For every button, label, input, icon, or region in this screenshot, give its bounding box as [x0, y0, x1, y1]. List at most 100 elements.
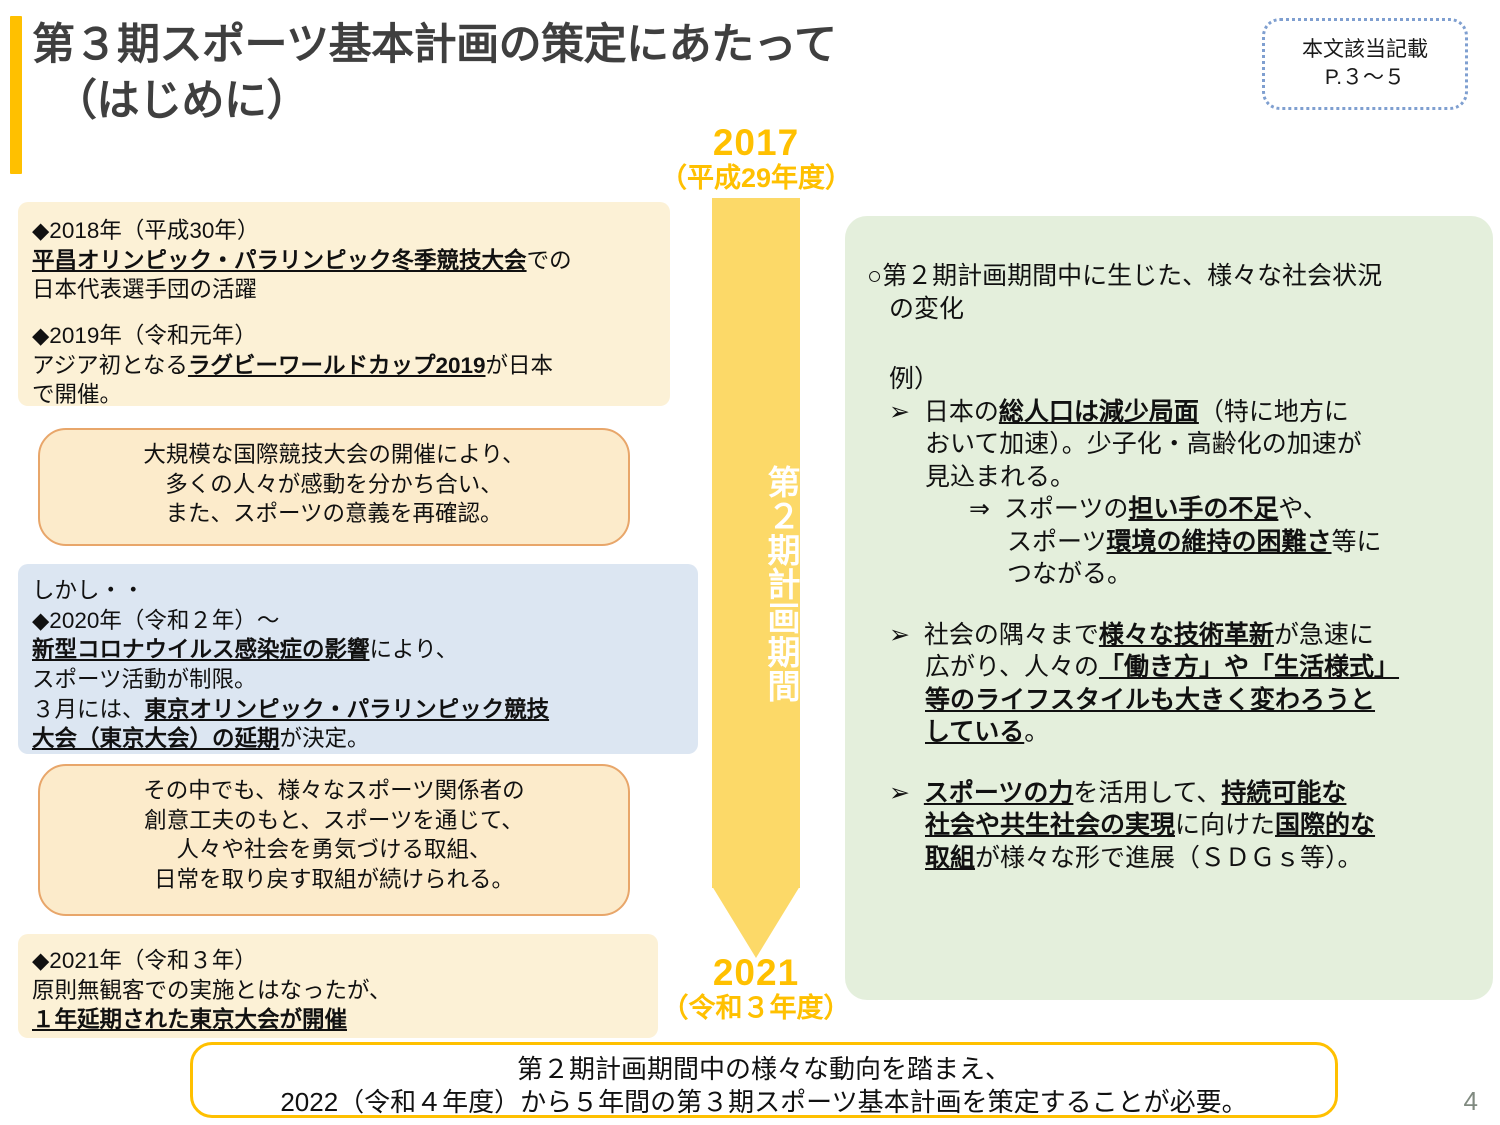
- bullet-1-sub2-pre: スポーツ: [1007, 527, 1107, 556]
- event-2021-line2: 原則無観客での実施とはなったが、: [32, 977, 392, 1003]
- bullet-1-arrow-marker: ⇒: [969, 495, 990, 523]
- events-2018-2019-box: ◆2018年（平成30年） 平昌オリンピック・パラリンピック冬季競技大会での 日…: [18, 202, 670, 407]
- social-changes-box: ○第２期計画期間中に生じた、様々な社会状況 の変化 例） ➢ 日本の総人口は減少…: [845, 216, 1493, 1000]
- covid-tail1: により、: [369, 637, 459, 663]
- effort-line2: 創意工夫のもと、スポーツを通じて、: [144, 807, 524, 833]
- bullet-2-line2: 広がり、人々の「働き方」や「生活様式」: [867, 651, 1467, 684]
- event-2019-tail: が日本: [485, 352, 554, 378]
- covid-line4: ３月には、東京オリンピック・パラリンピック競技: [32, 695, 684, 725]
- event-2021-box: ◆2021年（令和３年） 原則無観客での実施とはなったが、 １年延期された東京大…: [18, 934, 658, 1038]
- impact-line1: 大規模な国際競技大会の開催により、: [143, 442, 525, 467]
- bullet-3-line3: 取組が様々な形で進展（ＳＤＧｓ等）。: [867, 842, 1467, 875]
- bullet-2-pre: 社会の隅々まで: [923, 620, 1099, 649]
- effort-line4: 日常を取り戻す取組が続けられる。: [153, 867, 514, 893]
- conclusion-box: 第２期計画期間中の様々な動向を踏まえ、 2022（令和４年度）から５年間の第３期…: [190, 1042, 1338, 1118]
- bullet-1-line1: ➢ 日本の総人口は減少局面（特に地方に: [867, 396, 1467, 429]
- covid-impact-box: しかし・・ ◆2020年（令和２年）～ 新型コロナウイルス感染症の影響により、 …: [18, 564, 698, 754]
- bullet-3-tail: が様々な形で進展（ＳＤＧｓ等）。: [975, 843, 1363, 872]
- bullet-3-line2: 社会や共生社会の実現に向けた国際的な: [867, 809, 1467, 842]
- bullet-2-line4-bold: している: [925, 718, 1025, 746]
- timeline-end-label: 2021 （令和３年度）: [640, 952, 872, 1024]
- bullet-2-line2-bold: 「働き方」や「生活様式」: [1099, 653, 1400, 681]
- bullet-3-line1: ➢ スポーツの力を活用して、持続可能な: [867, 777, 1467, 810]
- covid-head: ◆2020年（令和２年）～: [32, 607, 280, 633]
- bullet-2-line4-tail: 。: [1024, 718, 1050, 746]
- bullet-1-sub1-pre: スポーツの: [1003, 495, 1129, 523]
- page-title-line1: 第３期スポーツ基本計画の策定にあたって: [32, 21, 837, 69]
- event-2019-detail: アジア初となるラグビーワールドカップ2019が日本: [32, 351, 654, 381]
- event-2019-pre: アジア初となる: [32, 352, 188, 378]
- timeline-arrow-label: 第２期計画期間: [763, 465, 800, 703]
- conclusion-line1: 第２期計画期間中の様々な動向を踏まえ、: [516, 1054, 1011, 1084]
- conclusion-line2: 2022（令和４年度）から５年間の第３期スポーツ基本計画を策定することが必要。: [280, 1086, 1248, 1117]
- bullet-1-line2: おいて加速）。少子化・高齢化の加速が: [925, 430, 1362, 458]
- example-label: 例）: [889, 365, 940, 393]
- bullet-1-sub2-bold: 環境の維持の困難さ: [1106, 527, 1332, 556]
- covid-lead: しかし・・: [32, 578, 145, 603]
- bullet-2-line2-pre: 広がり、人々の: [925, 653, 1100, 681]
- spacer: [867, 749, 1467, 777]
- covid-line3: スポーツ活動が制限。: [32, 667, 257, 693]
- bullet-1-tail: （特に地方に: [1198, 397, 1349, 426]
- bullet-3-mid1: を活用して、: [1073, 778, 1222, 807]
- spacer: [32, 305, 654, 321]
- covid-line5: 大会（東京大会）の延期が決定。: [32, 724, 684, 754]
- event-2021-bold-text: １年延期された東京大会が開催: [32, 1007, 348, 1033]
- bullet-2-bold1: 様々な技術革新: [1098, 620, 1274, 649]
- timeline-end-year: 2021: [712, 952, 800, 993]
- bullet-1-bold: 総人口は減少局面: [998, 397, 1199, 426]
- timeline-start-year: 2017: [712, 122, 800, 163]
- page-title-line2: （はじめに）: [54, 76, 310, 125]
- bullet-3-bold4: 国際的な: [1275, 811, 1376, 839]
- bullet-2-line3: 等のライフスタイルも大きく変わろうと: [867, 684, 1467, 717]
- event-2018-head: ◆2018年（平成30年）: [32, 218, 260, 243]
- event-2018-line3: 日本代表選手団の活躍: [32, 277, 258, 303]
- event-2018-detail: 平昌オリンピック・パラリンピック冬季競技大会での: [32, 246, 654, 276]
- event-2021-bold: １年延期された東京大会が開催: [32, 1005, 644, 1035]
- efforts-callout-box: その中でも、様々なスポーツ関係者の 創意工夫のもと、スポーツを通じて、 人々や社…: [38, 764, 630, 916]
- bullet-3-marker: ➢: [889, 778, 910, 807]
- covid-tail2: が決定。: [279, 726, 370, 752]
- bullet-2-line1: ➢ 社会の隅々まで様々な技術革新が急速に: [867, 619, 1467, 652]
- bullet-3-mid2: に向けた: [1175, 811, 1276, 839]
- bullet-1-sub1-tail: や、: [1278, 495, 1328, 523]
- spacer: [867, 325, 1467, 363]
- bullet-1-pre: 日本の: [923, 397, 999, 426]
- event-2021-head: ◆2021年（令和３年）: [32, 948, 257, 973]
- social-heading-line1: ○第２期計画期間中に生じた、様々な社会状況: [867, 262, 1383, 290]
- impact-callout-box: 大規模な国際競技大会の開催により、 多くの人々が感動を分かち合い、 また、スポー…: [38, 428, 630, 546]
- page-title: 第３期スポーツ基本計画の策定にあたって （はじめに）: [32, 18, 1032, 130]
- bullet-2-line3-bold: 等のライフスタイルも大きく変わろうと: [925, 685, 1376, 714]
- bullet-3-bold2: 持続可能な: [1221, 778, 1347, 807]
- bullet-2-marker: ➢: [889, 620, 910, 649]
- covid-bold2: 東京オリンピック・パラリンピック競技: [144, 696, 550, 722]
- bullet-1-sub-line2: スポーツ環境の維持の困難さ等に: [867, 526, 1467, 559]
- bullet-1-sub-line1: ⇒ スポーツの担い手の不足や、: [867, 493, 1467, 526]
- event-2018-tail: での: [526, 247, 572, 273]
- event-2019-bold: ラグビーワールドカップ2019: [187, 352, 486, 378]
- bullet-3-bold3: 社会や共生社会の実現: [925, 811, 1176, 839]
- effort-line3: 人々や社会を勇気づける取組、: [176, 837, 492, 863]
- covid-bold1: 新型コロナウイルス感染症の影響: [32, 637, 370, 663]
- bullet-1-sub-line3: つながる。: [1007, 560, 1133, 588]
- impact-line2: 多くの人々が感動を分かち合い、: [165, 471, 503, 497]
- bullet-2-tail1: が急速に: [1273, 620, 1374, 649]
- bullet-1-sub1-bold: 担い手の不足: [1128, 495, 1279, 523]
- timeline-arrow-shaft: [712, 198, 800, 888]
- spacer: [867, 591, 1467, 619]
- timeline-start-label: 2017 （平成29年度）: [640, 122, 872, 194]
- page-number: 4: [1463, 1086, 1478, 1116]
- covid-detail1: 新型コロナウイルス感染症の影響により、: [32, 635, 684, 665]
- reference-badge-line2: P.３～５: [1324, 66, 1406, 89]
- bullet-1-marker: ➢: [889, 397, 910, 426]
- bullet-2-line4: している。: [867, 716, 1467, 749]
- timeline-arrow-head: [712, 886, 800, 958]
- covid-line4-pre: ３月には、: [32, 696, 145, 722]
- timeline-arrow-icon: [712, 198, 800, 958]
- event-2018-bold: 平昌オリンピック・パラリンピック冬季競技大会: [32, 247, 527, 273]
- effort-line1: その中でも、様々なスポーツ関係者の: [143, 778, 525, 803]
- reference-badge: 本文該当記載 P.３～５: [1262, 18, 1468, 110]
- bullet-3-bold1: スポーツの力: [923, 778, 1074, 807]
- reference-badge-line1: 本文該当記載: [1302, 38, 1428, 62]
